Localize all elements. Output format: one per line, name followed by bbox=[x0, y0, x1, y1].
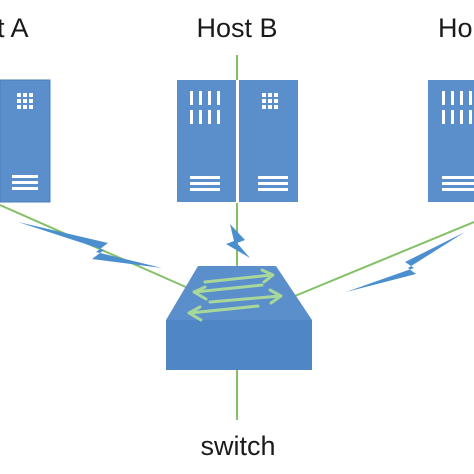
server-icon-host-a bbox=[0, 79, 51, 203]
host-b-label: Host B bbox=[196, 13, 277, 43]
host-c-label: Ho bbox=[438, 13, 473, 43]
server-icon-host-c bbox=[428, 80, 474, 202]
link-host-c-switch bbox=[289, 221, 474, 299]
switch-icon bbox=[166, 266, 312, 370]
wireless-link-icon-left bbox=[18, 222, 162, 268]
server-icon-host-b bbox=[177, 80, 298, 202]
switch-label: switch bbox=[200, 431, 275, 461]
wireless-link-icon-right bbox=[346, 232, 465, 292]
wireless-link-icon-center bbox=[226, 224, 250, 258]
wireless-link-icons bbox=[18, 222, 465, 292]
host-a-label: t A bbox=[0, 13, 29, 43]
